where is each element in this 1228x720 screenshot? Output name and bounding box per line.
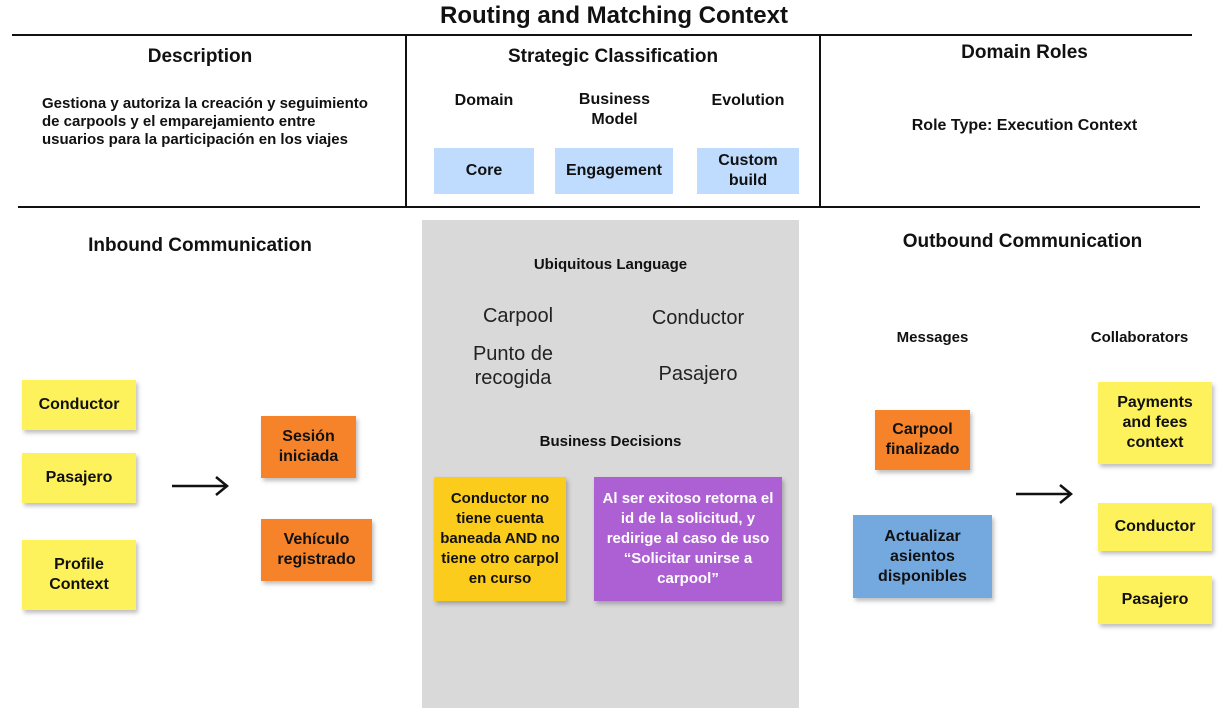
business-decisions-heading: Business Decisions bbox=[539, 433, 682, 450]
inbound-collaborator-pasajero: Pasajero bbox=[22, 453, 136, 503]
domain-label: Domain bbox=[454, 92, 514, 109]
outbound-collaborator-payments-and-fees: Payments and fees context bbox=[1098, 382, 1212, 464]
policy-card: Al ser exitoso retorna el id de la solic… bbox=[594, 477, 782, 601]
description-text: Gestiona y autoriza la creación y seguim… bbox=[42, 95, 368, 148]
header-top-rule bbox=[12, 34, 1192, 36]
description-heading: Description bbox=[147, 46, 253, 67]
evolution-label: Evolution bbox=[711, 92, 785, 109]
outbound-collaborators-label: Collaborators bbox=[1090, 329, 1189, 346]
ubiquitous-term-conductor: Conductor bbox=[651, 307, 745, 329]
arrow-right-icon bbox=[172, 476, 229, 496]
ubiquitous-term-punto-de-recogida: Punto de recogida bbox=[472, 343, 554, 389]
outbound-heading: Outbound Communication bbox=[902, 231, 1143, 252]
outbound-collaborator-conductor: Conductor bbox=[1098, 503, 1212, 551]
ubiquitous-term-carpool: Carpool bbox=[482, 305, 554, 327]
inbound-message-sesion-iniciada: Sesión iniciada bbox=[261, 416, 356, 478]
strategic-heading: Strategic Classification bbox=[507, 46, 719, 67]
inbound-collaborator-conductor: Conductor bbox=[22, 380, 136, 430]
business-decision-card: Conductor no tiene cuenta baneada AND no… bbox=[434, 477, 566, 601]
outbound-message-carpool-finalizado: Carpool finalizado bbox=[875, 410, 970, 470]
role-type-text: Role Type: Execution Context bbox=[911, 117, 1138, 134]
ubiquitous-heading: Ubiquitous Language bbox=[533, 256, 688, 273]
inbound-collaborator-profile-context: Profile Context bbox=[22, 540, 136, 610]
business-model-label: Business Model bbox=[578, 91, 651, 128]
arrow-right-icon bbox=[1016, 484, 1073, 504]
inbound-message-vehiculo-registrado: Vehículo registrado bbox=[261, 519, 372, 581]
ubiquitous-language-panel bbox=[422, 220, 799, 708]
header-bottom-rule bbox=[18, 206, 1200, 208]
ubiquitous-term-pasajero: Pasajero bbox=[658, 363, 738, 385]
business-model-value-card: Engagement bbox=[555, 148, 673, 194]
outbound-messages-label: Messages bbox=[896, 329, 969, 346]
header-divider-right bbox=[819, 35, 821, 207]
inbound-heading: Inbound Communication bbox=[88, 235, 312, 256]
header-divider-left bbox=[405, 35, 407, 207]
evolution-value-card: Custom build bbox=[697, 148, 799, 194]
outbound-command-actualizar-asientos: Actualizar asientos disponibles bbox=[853, 515, 992, 598]
outbound-collaborator-pasajero: Pasajero bbox=[1098, 576, 1212, 624]
domain-value-card: Core bbox=[434, 148, 534, 194]
domain-roles-heading: Domain Roles bbox=[961, 42, 1088, 63]
canvas-title: Routing and Matching Context bbox=[440, 2, 788, 29]
